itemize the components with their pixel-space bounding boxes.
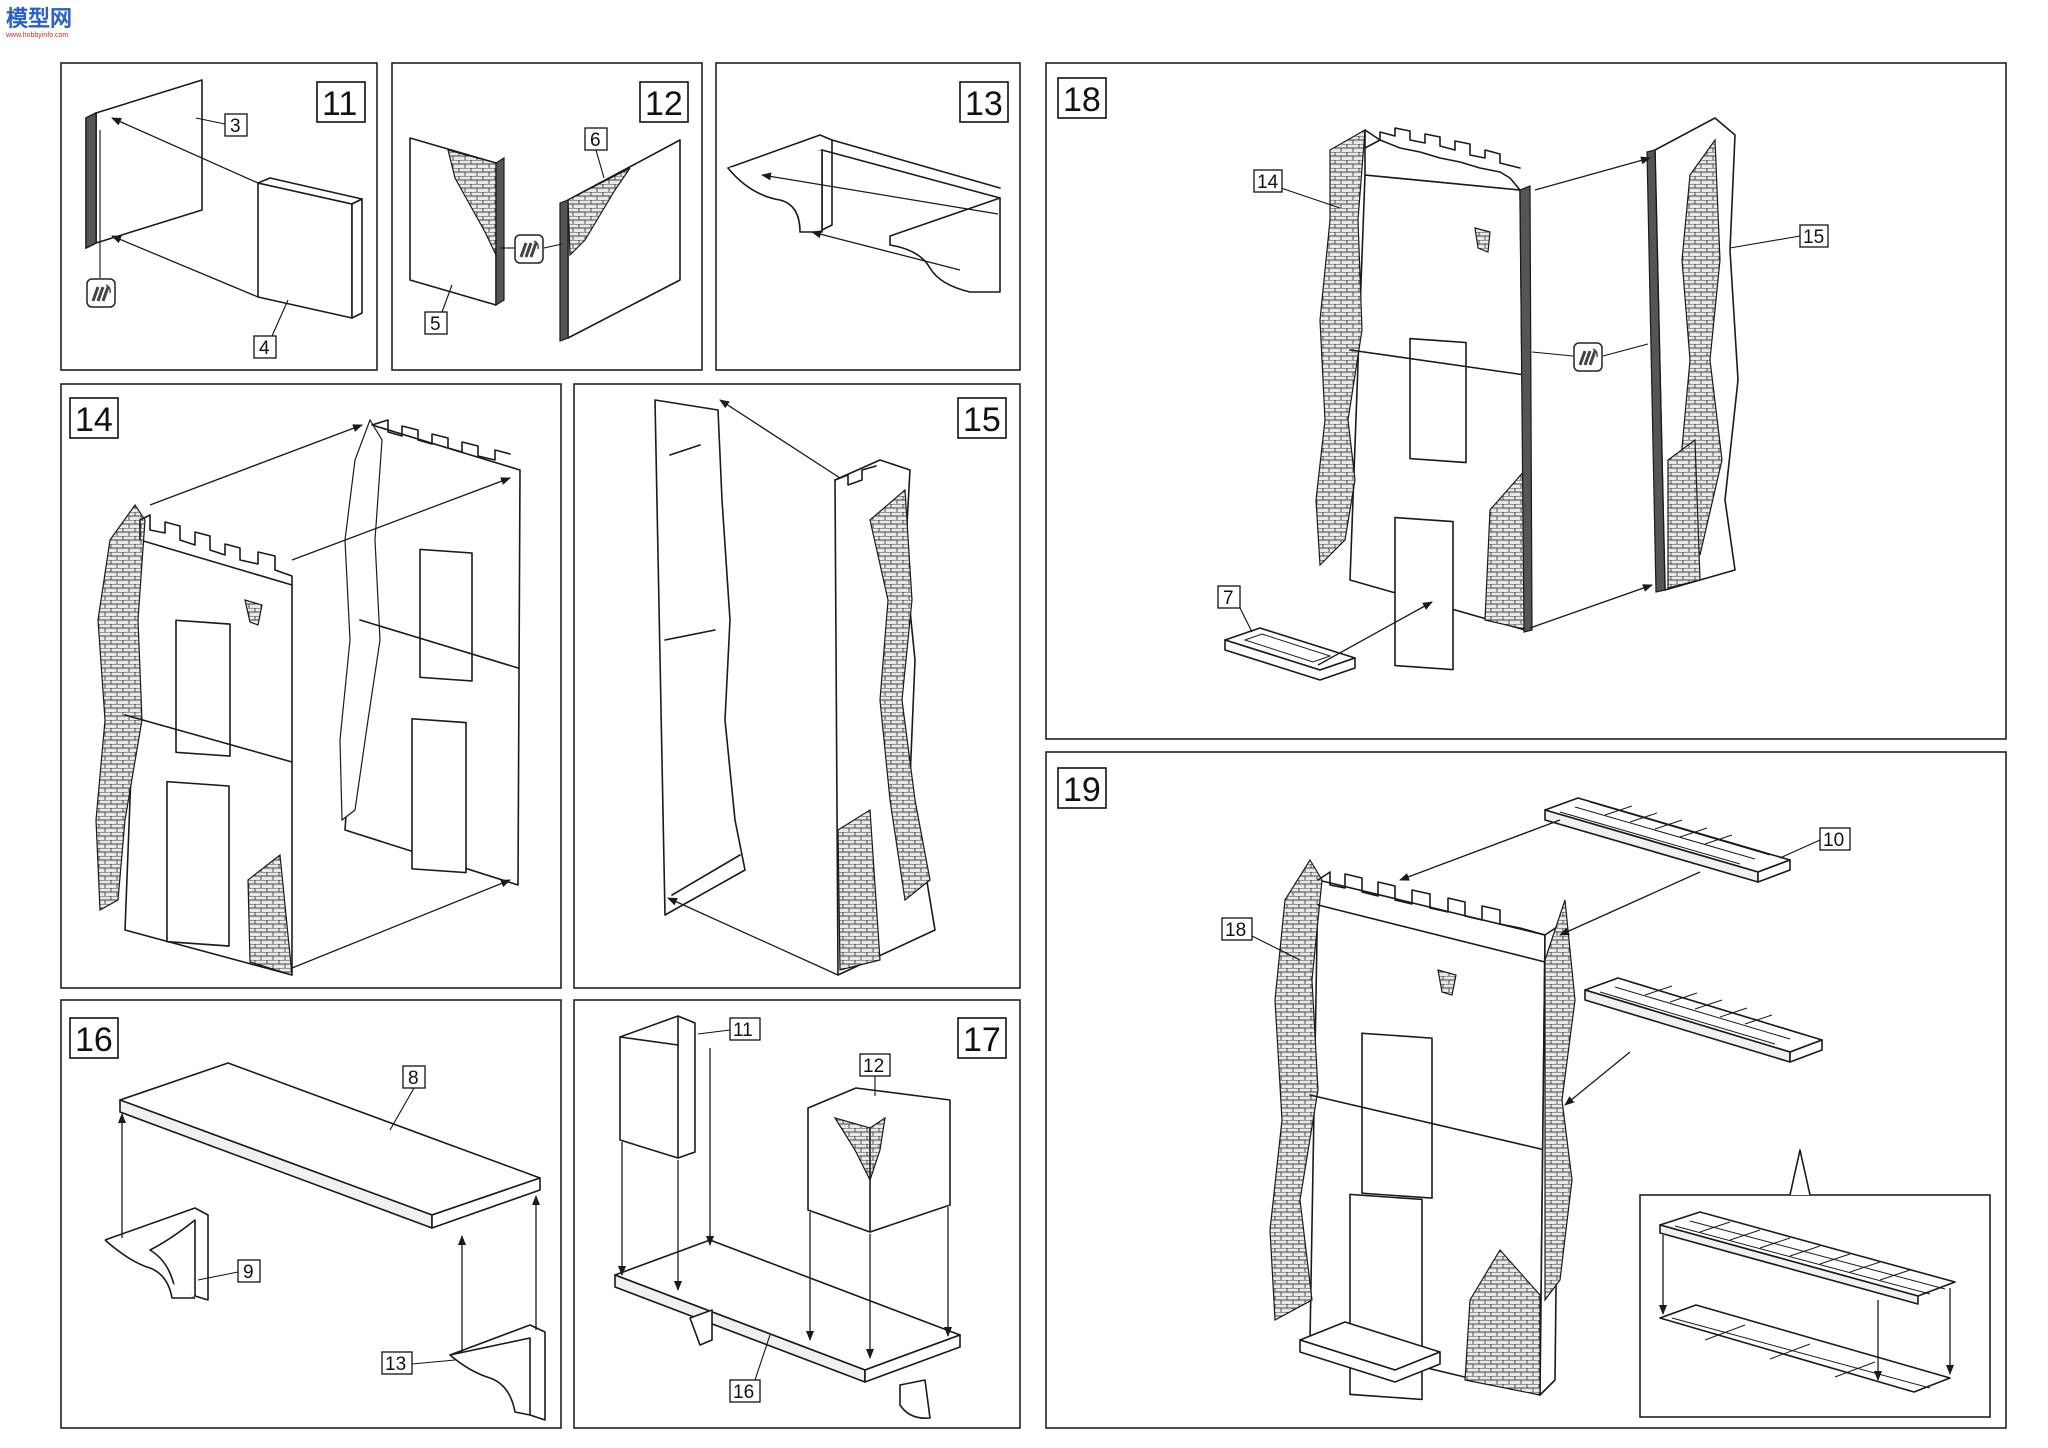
step-number-box	[957, 397, 1007, 439]
step-number: 17	[963, 1021, 1001, 1059]
svg-text:10: 10	[1823, 830, 1844, 851]
glue-icon	[514, 234, 544, 264]
part-12-wall-block	[807, 1087, 951, 1233]
step-number-box	[69, 397, 119, 439]
panel-frame	[573, 383, 1021, 989]
part-label-11: 11	[697, 1017, 761, 1041]
step-11-panel: 11 3 4	[60, 62, 378, 371]
building-front	[95, 503, 293, 976]
glue-icon	[1573, 342, 1603, 372]
part-label-16: 16	[729, 1334, 771, 1403]
part-label-4: 4	[253, 299, 289, 359]
step-number: 18	[1063, 81, 1101, 119]
part-label-5: 5	[424, 284, 453, 335]
part-label-7: 7	[1217, 585, 1253, 633]
part-label-6: 6	[584, 127, 608, 179]
step-16-panel: 16 8 9 13	[60, 999, 562, 1429]
panel-frame	[60, 999, 562, 1429]
part-13-bracket	[449, 1324, 546, 1421]
part-label-3: 3	[195, 113, 248, 137]
step-number: 11	[322, 85, 357, 123]
part-8-slab	[119, 1062, 541, 1229]
part-7-base	[1224, 627, 1356, 681]
part-label-14: 14	[1253, 169, 1341, 209]
roof-detail-inset	[1639, 1149, 1991, 1418]
step-14-panel: 14	[60, 383, 562, 989]
step-number: 15	[963, 401, 1001, 439]
part-3-wall	[85, 79, 203, 249]
svg-text:3: 3	[230, 116, 241, 137]
part-label-9: 9	[197, 1259, 261, 1283]
part-label-10: 10	[1779, 827, 1851, 859]
part-5-wall	[409, 137, 505, 307]
step-number-box	[639, 81, 689, 123]
bracket-frame	[727, 134, 1001, 293]
side-wall-right	[834, 459, 936, 976]
part-4-panel	[257, 177, 363, 319]
svg-text:15: 15	[1803, 227, 1824, 248]
part-label-8: 8	[389, 1065, 426, 1131]
step-17-panel: 17 11 12	[573, 999, 1021, 1429]
step-number-box	[1057, 767, 1107, 809]
svg-text:6: 6	[590, 130, 601, 151]
svg-text:14: 14	[1257, 172, 1279, 193]
step-number-box	[959, 81, 1009, 123]
side-wall-left	[654, 399, 746, 916]
part-10-roof-lower	[1584, 977, 1823, 1063]
site-logo: 模型网 www.hobbyinfo.com	[5, 6, 72, 39]
step-number: 14	[75, 401, 113, 439]
part-14-wall	[1315, 127, 1533, 671]
part-6-wall	[559, 139, 681, 342]
step-15-panel: 15	[573, 383, 1021, 989]
part-label-18: 18	[1221, 917, 1301, 961]
step-19-panel: 19	[1045, 751, 2007, 1429]
svg-text:12: 12	[863, 1056, 884, 1077]
step-number-box	[316, 81, 366, 123]
step-18-panel: 18	[1045, 62, 2007, 740]
part-11-wall-block	[619, 1015, 696, 1159]
step-number-box	[957, 1017, 1007, 1059]
glue-icon	[86, 278, 116, 308]
svg-text:9: 9	[243, 1262, 254, 1283]
step-12-panel: 12 6 5	[391, 62, 703, 371]
svg-text:7: 7	[1223, 588, 1234, 609]
svg-text:13: 13	[385, 1354, 406, 1375]
step-number-box	[69, 1017, 119, 1059]
logo-url: www.hobbyinfo.com	[5, 32, 68, 39]
step-number: 19	[1063, 771, 1101, 809]
building-back	[339, 418, 521, 886]
part-label-15: 15	[1729, 224, 1829, 249]
svg-text:11: 11	[733, 1020, 753, 1041]
part-10-roof-upper	[1544, 797, 1791, 883]
step-number: 13	[965, 85, 1003, 123]
part-9-bracket	[104, 1207, 209, 1301]
part-label-12: 12	[859, 1053, 891, 1096]
svg-text:5: 5	[430, 314, 441, 335]
svg-text:16: 16	[733, 1382, 754, 1403]
logo-text: 模型网	[6, 6, 72, 31]
step-number-box	[1057, 77, 1107, 119]
part-15-wall	[1646, 117, 1739, 593]
step-13-panel: 13	[715, 62, 1021, 371]
svg-text:8: 8	[408, 1068, 419, 1089]
step-number: 16	[75, 1021, 113, 1059]
assembled-building	[1269, 858, 1576, 1401]
part-label-13: 13	[381, 1351, 456, 1375]
svg-text:4: 4	[259, 338, 270, 359]
step-number: 12	[645, 85, 683, 123]
svg-text:18: 18	[1225, 920, 1246, 941]
